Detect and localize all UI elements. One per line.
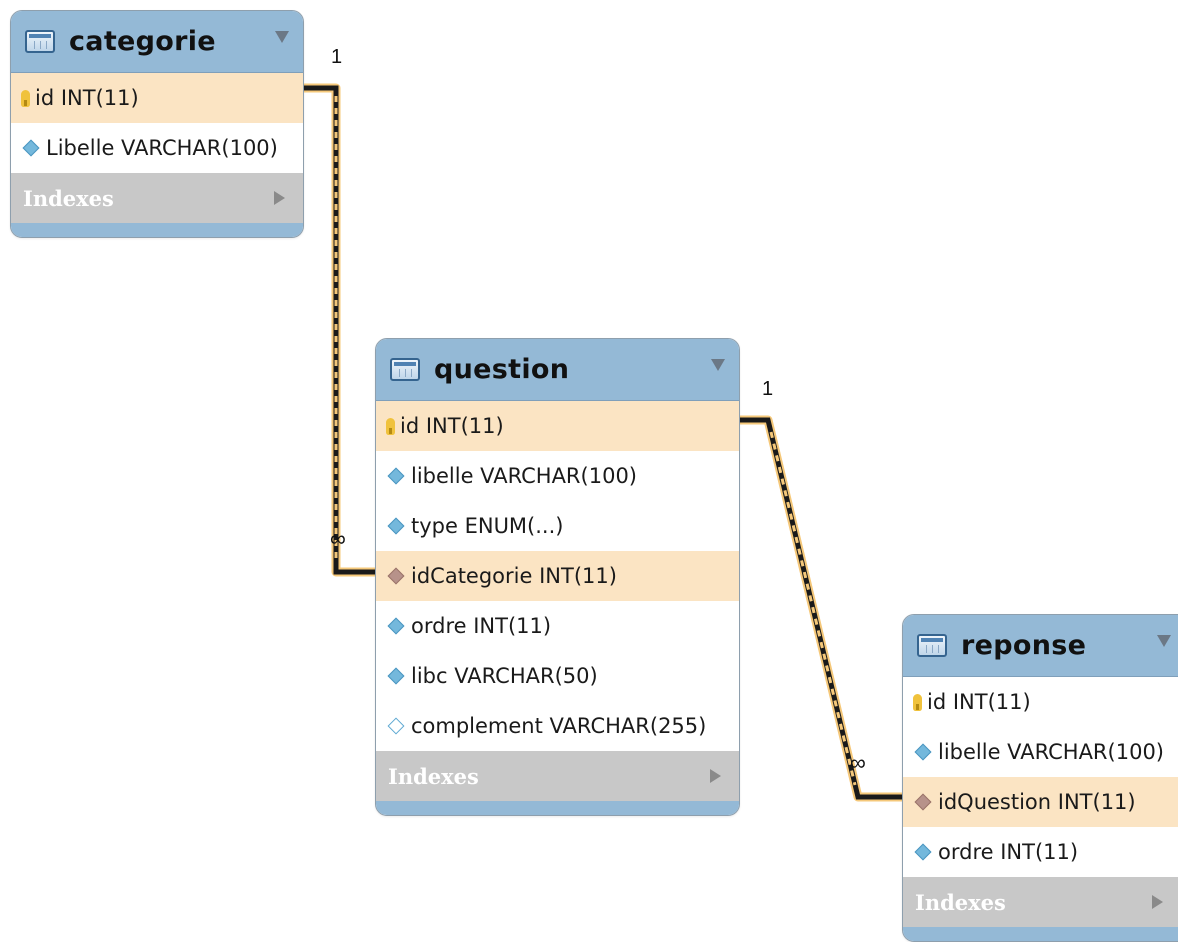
table-footer: [903, 927, 1178, 941]
indexes-section[interactable]: Indexes: [903, 877, 1178, 927]
column-row[interactable]: libelle VARCHAR(100): [376, 451, 739, 501]
column-row[interactable]: id INT(11): [376, 401, 739, 451]
expand-arrow-icon[interactable]: [710, 769, 721, 783]
table-footer: [11, 223, 303, 237]
primary-key-icon: [386, 417, 395, 435]
cardinality-one-categorie: 1: [331, 46, 343, 68]
cardinality-many-question: ∞: [330, 526, 346, 551]
column-icon: [914, 843, 932, 861]
column-row[interactable]: id INT(11): [903, 677, 1178, 727]
indexes-section[interactable]: Indexes: [376, 751, 739, 801]
column-row[interactable]: libelle VARCHAR(100): [903, 727, 1178, 777]
table-icon: [917, 634, 947, 657]
indexes-label: Indexes: [23, 185, 114, 211]
table-title: question: [434, 354, 570, 385]
collapse-arrow-icon[interactable]: [1157, 635, 1171, 647]
relationship-categorie-question[interactable]: [300, 83, 378, 577]
column-label: id INT(11): [927, 690, 1031, 714]
column-icon: [387, 467, 405, 485]
table-footer: [376, 801, 739, 815]
column-row[interactable]: ordre INT(11): [376, 601, 739, 651]
column-label: libelle VARCHAR(100): [938, 740, 1164, 764]
table-icon: [25, 30, 55, 53]
column-row[interactable]: id INT(11): [11, 73, 303, 123]
column-row[interactable]: Libelle VARCHAR(100): [11, 123, 303, 173]
column-label: libc VARCHAR(50): [411, 664, 598, 688]
table-header[interactable]: reponse: [903, 615, 1178, 677]
cardinality-one-question: 1: [762, 378, 774, 400]
column-row[interactable]: idCategorie INT(11): [376, 551, 739, 601]
column-icon: [914, 743, 932, 761]
table-icon: [390, 358, 420, 381]
table-title: categorie: [69, 26, 216, 57]
table-reponse[interactable]: reponse id INT(11) libelle VARCHAR(100) …: [902, 614, 1178, 942]
cardinality-many-reponse: ∞: [850, 750, 866, 775]
primary-key-icon: [21, 89, 30, 107]
foreign-key-icon: [914, 793, 932, 811]
collapse-arrow-icon[interactable]: [275, 31, 289, 43]
relationship-question-reponse[interactable]: [738, 415, 905, 802]
column-row[interactable]: complement VARCHAR(255): [376, 701, 739, 751]
table-question[interactable]: question id INT(11) libelle VARCHAR(100)…: [375, 338, 740, 816]
column-label: ordre INT(11): [411, 614, 552, 638]
table-categorie[interactable]: categorie id INT(11) Libelle VARCHAR(100…: [10, 10, 304, 238]
column-icon: [387, 617, 405, 635]
expand-arrow-icon[interactable]: [274, 191, 285, 205]
column-label: type ENUM(...): [411, 514, 564, 538]
column-label: complement VARCHAR(255): [411, 714, 707, 738]
column-label: idQuestion INT(11): [938, 790, 1136, 814]
table-header[interactable]: question: [376, 339, 739, 401]
column-icon: [387, 667, 405, 685]
column-label: idCategorie INT(11): [411, 564, 617, 588]
column-label: ordre INT(11): [938, 840, 1079, 864]
column-label: libelle VARCHAR(100): [411, 464, 637, 488]
table-title: reponse: [961, 630, 1087, 661]
expand-arrow-icon[interactable]: [1152, 895, 1163, 909]
column-row[interactable]: type ENUM(...): [376, 501, 739, 551]
column-label: Libelle VARCHAR(100): [46, 136, 278, 160]
column-label: id INT(11): [35, 86, 139, 110]
primary-key-icon: [913, 693, 922, 711]
column-row[interactable]: idQuestion INT(11): [903, 777, 1178, 827]
column-icon: [387, 517, 405, 535]
table-header[interactable]: categorie: [11, 11, 303, 73]
collapse-arrow-icon[interactable]: [711, 359, 725, 371]
nullable-column-icon: [387, 717, 405, 735]
foreign-key-icon: [387, 567, 405, 585]
column-row[interactable]: libc VARCHAR(50): [376, 651, 739, 701]
indexes-label: Indexes: [388, 763, 479, 789]
column-row[interactable]: ordre INT(11): [903, 827, 1178, 877]
column-label: id INT(11): [400, 414, 504, 438]
indexes-section[interactable]: Indexes: [11, 173, 303, 223]
column-icon: [22, 139, 40, 157]
indexes-label: Indexes: [915, 889, 1006, 915]
